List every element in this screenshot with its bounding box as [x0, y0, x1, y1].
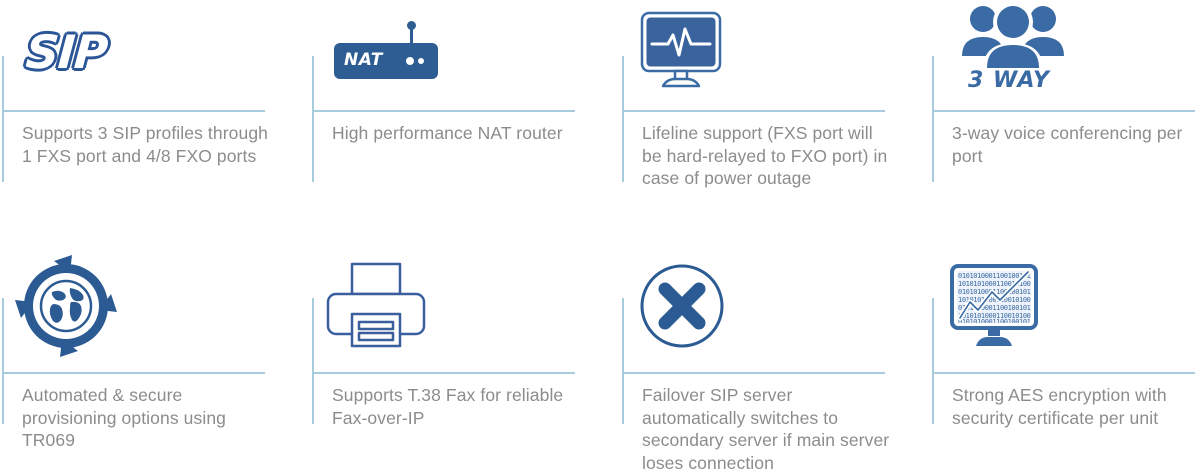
printer-fax-icon [326, 256, 448, 356]
svg-text:101010100011001010010: 101010100011001010010 [958, 312, 1038, 320]
nat-router-icon: NAT [328, 2, 448, 102]
divider-horizontal [622, 110, 885, 112]
nat-label: NAT [344, 50, 383, 70]
svg-text:010101000110010010101: 010101000110010010101 [958, 272, 1038, 280]
monitor-heartbeat-icon [638, 2, 758, 102]
led-indicator [418, 58, 424, 64]
divider-vertical [2, 56, 4, 182]
divider-horizontal [932, 372, 1195, 374]
divider-horizontal [312, 372, 575, 374]
divider-horizontal [2, 110, 265, 112]
three-way-label: 3 WAY [968, 68, 1050, 93]
three-people-icon: 3 WAY [948, 2, 1068, 102]
feature-cell-failover: Failover SIP server automatically switch… [620, 240, 920, 474]
feature-cell-provisioning: Automated & secure provisioning options … [0, 240, 300, 474]
feature-caption: Automated & secure provisioning options … [22, 385, 226, 450]
divider-horizontal [2, 372, 265, 374]
feature-cell-lifeline: Lifeline support (FXS port will be hard-… [620, 0, 920, 234]
divider-vertical [622, 298, 624, 424]
divider-vertical [932, 56, 934, 182]
feature-caption: 3-way voice conferencing per port [952, 123, 1183, 166]
divider-vertical [932, 298, 934, 424]
led-indicator [406, 57, 414, 65]
feature-cell-nat: NAT High performance NAT router [310, 0, 610, 234]
feature-cell-sip: SIP Supports 3 SIP profiles through 1 FX… [0, 0, 300, 234]
feature-caption: Supports 3 SIP profiles through 1 FXS po… [22, 123, 268, 166]
globe-refresh-arrows-icon [15, 255, 138, 357]
feature-cell-fax: Supports T.38 Fax for reliable Fax-over-… [310, 240, 610, 474]
monitor-binary-chart-icon: 010101000110010010101 101010100011001010… [948, 256, 1068, 356]
svg-text:101010100011001010010: 101010100011001010010 [958, 296, 1038, 304]
divider-horizontal [932, 110, 1195, 112]
feature-caption: Supports T.38 Fax for reliable Fax-over-… [332, 385, 564, 428]
divider-horizontal [622, 372, 885, 374]
feature-caption: Strong AES encryption with security cert… [952, 385, 1167, 428]
svg-text:010101000110010010101: 010101000110010010101 [958, 304, 1038, 312]
sip-logo-icon: SIP [18, 2, 138, 102]
divider-vertical [2, 298, 4, 424]
svg-text:101010100011001010010: 101010100011001010010 [958, 280, 1038, 288]
divider-horizontal [312, 110, 575, 112]
divider-vertical [622, 56, 624, 182]
antenna-tip-icon [407, 21, 416, 30]
divider-vertical [312, 56, 314, 182]
divider-vertical [312, 298, 314, 424]
feature-cell-three-way: 3 WAY 3-way voice conferencing per port [930, 0, 1200, 234]
feature-caption: Lifeline support (FXS port will be hard-… [642, 123, 888, 188]
sip-logo-text: SIP [23, 24, 111, 81]
svg-text:010101000110010010101: 010101000110010010101 [958, 318, 1038, 326]
feature-caption: Failover SIP server automatically switch… [642, 385, 890, 473]
circle-x-icon [638, 256, 758, 356]
feature-cell-encryption: 010101000110010010101 101010100011001010… [930, 240, 1200, 474]
antenna-icon [410, 23, 413, 45]
feature-caption: High performance NAT router [332, 123, 563, 143]
